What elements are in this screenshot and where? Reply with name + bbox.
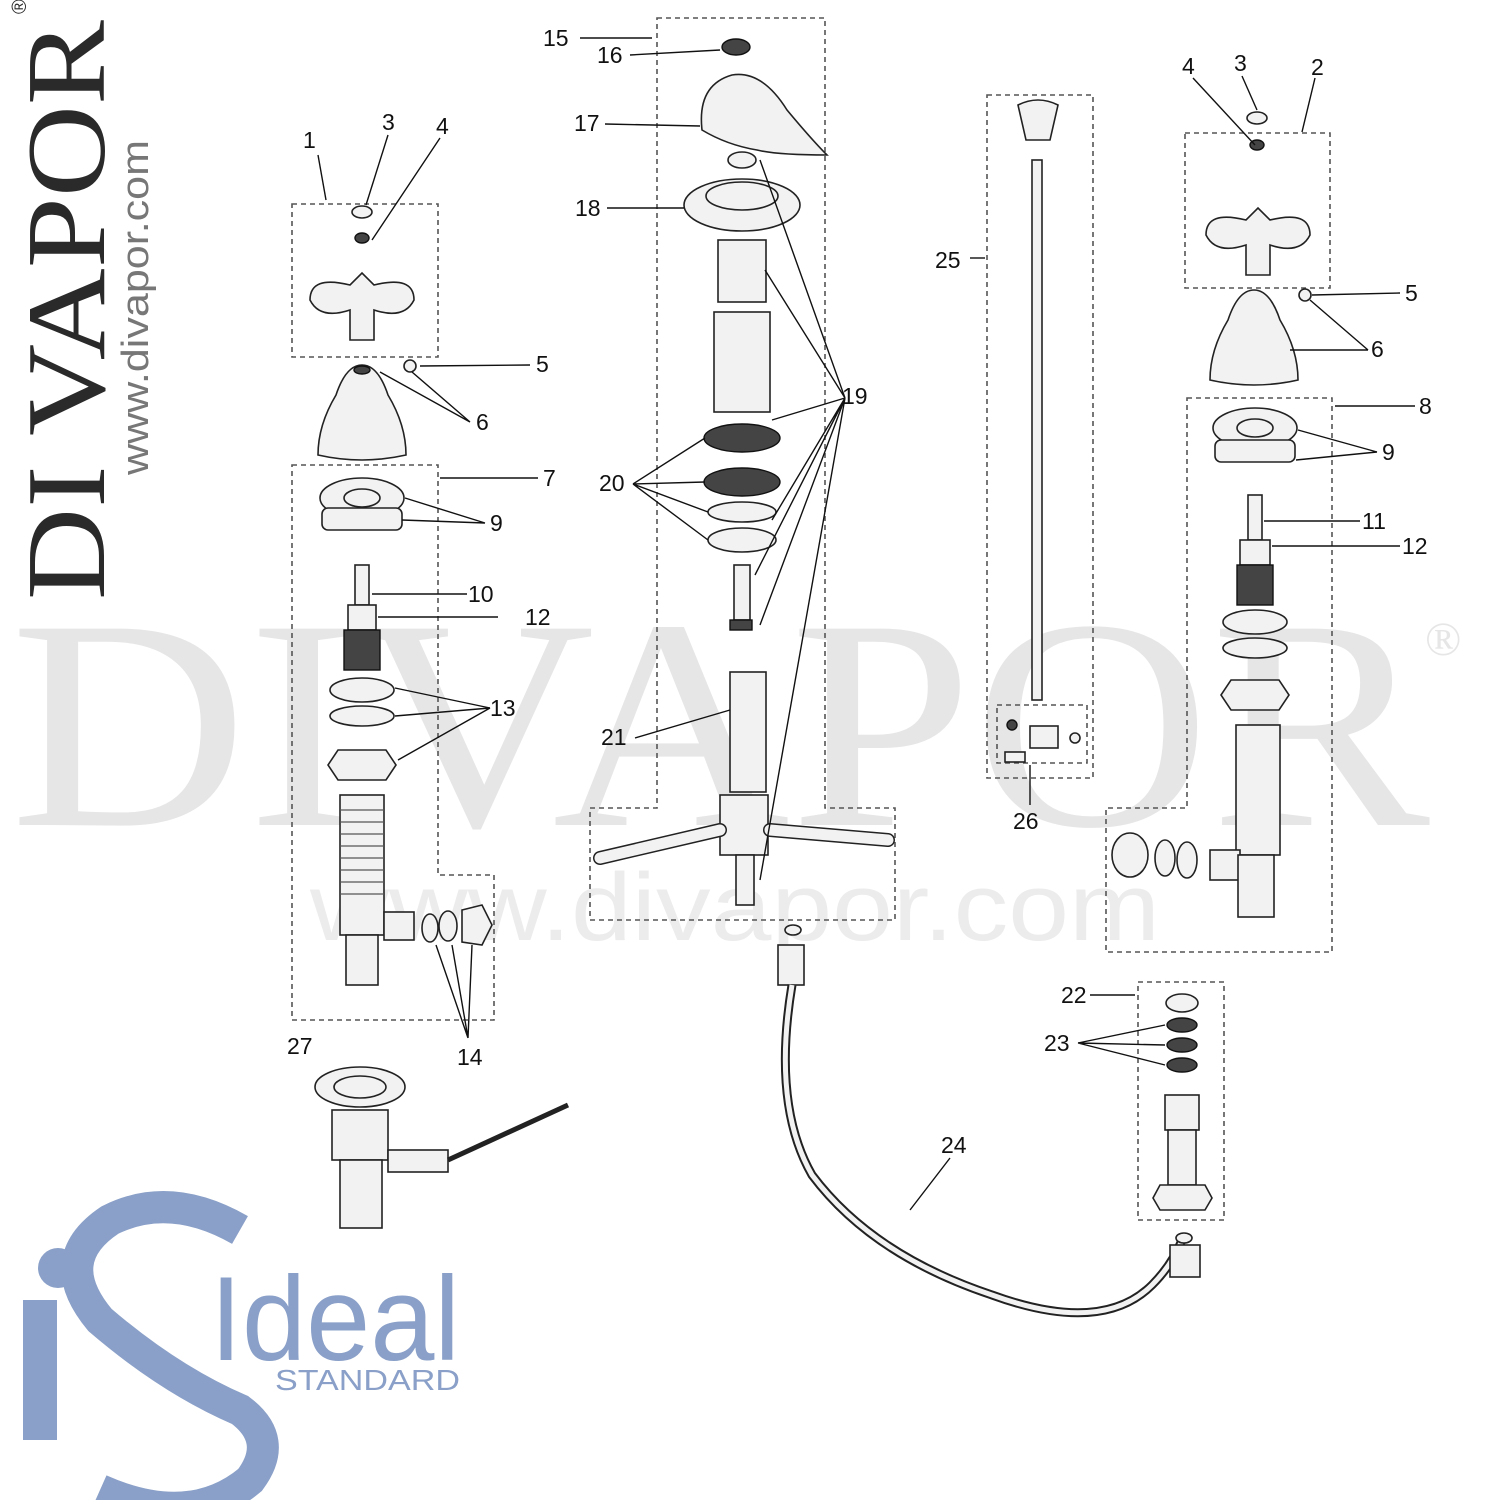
label-3-left: 3 xyxy=(382,109,395,135)
ideal-standard-logo: Ideal STANDARD xyxy=(23,1191,460,1500)
pop-up-waste-27 xyxy=(314,1066,570,1229)
label-24: 24 xyxy=(941,1132,967,1158)
right-tap-assembly xyxy=(1111,111,1312,918)
group-box-1 xyxy=(291,203,439,358)
label-4-right: 4 xyxy=(1182,53,1195,79)
label-21: 21 xyxy=(601,724,627,750)
label-27: 27 xyxy=(287,1033,313,1059)
label-10: 10 xyxy=(468,581,494,607)
logo-word: Ideal xyxy=(210,1252,460,1386)
label-6-right: 6 xyxy=(1371,336,1384,362)
label-3-right: 3 xyxy=(1234,50,1247,76)
vertical-registered: ® xyxy=(9,0,31,14)
label-15: 15 xyxy=(543,25,569,51)
label-9-right: 9 xyxy=(1382,439,1395,465)
label-12-right: 12 xyxy=(1402,533,1428,559)
label-4-left: 4 xyxy=(436,113,449,139)
label-22: 22 xyxy=(1061,982,1087,1008)
label-5-left: 5 xyxy=(536,351,549,377)
label-7: 7 xyxy=(543,465,556,491)
label-23: 23 xyxy=(1044,1030,1070,1056)
label-19: 19 xyxy=(842,383,868,409)
vertical-brand: DI VAPOR xyxy=(5,20,129,600)
leader-lines xyxy=(317,37,1415,1211)
watermark-url: www.divapor.com xyxy=(309,854,1160,961)
group-box-8 xyxy=(1105,397,1333,953)
logo-subword: STANDARD xyxy=(275,1365,460,1397)
label-14: 14 xyxy=(457,1044,483,1070)
label-2: 2 xyxy=(1311,54,1324,80)
group-box-2 xyxy=(1184,132,1331,289)
group-box-26 xyxy=(996,704,1088,764)
pop-up-rod-assembly xyxy=(1004,99,1081,763)
label-13: 13 xyxy=(490,695,516,721)
watermark-registered: ® xyxy=(1425,613,1461,666)
label-6-left: 6 xyxy=(476,409,489,435)
group-box-25 xyxy=(986,94,1094,779)
label-11: 11 xyxy=(1362,508,1386,534)
label-20: 20 xyxy=(599,470,625,496)
label-18: 18 xyxy=(575,195,601,221)
label-17: 17 xyxy=(574,110,600,136)
label-5-right: 5 xyxy=(1405,280,1418,306)
label-26: 26 xyxy=(1013,808,1039,834)
flexible-hose-assembly xyxy=(777,944,1213,1318)
group-box-7 xyxy=(291,464,495,1021)
label-12-left: 12 xyxy=(525,604,551,630)
label-9-left: 9 xyxy=(490,510,503,536)
label-16: 16 xyxy=(597,42,623,68)
label-25: 25 xyxy=(935,247,961,273)
left-tap-assembly xyxy=(309,205,493,986)
label-1: 1 xyxy=(303,127,316,153)
label-8: 8 xyxy=(1419,393,1432,419)
vertical-url: www.divapor.com xyxy=(115,140,157,476)
